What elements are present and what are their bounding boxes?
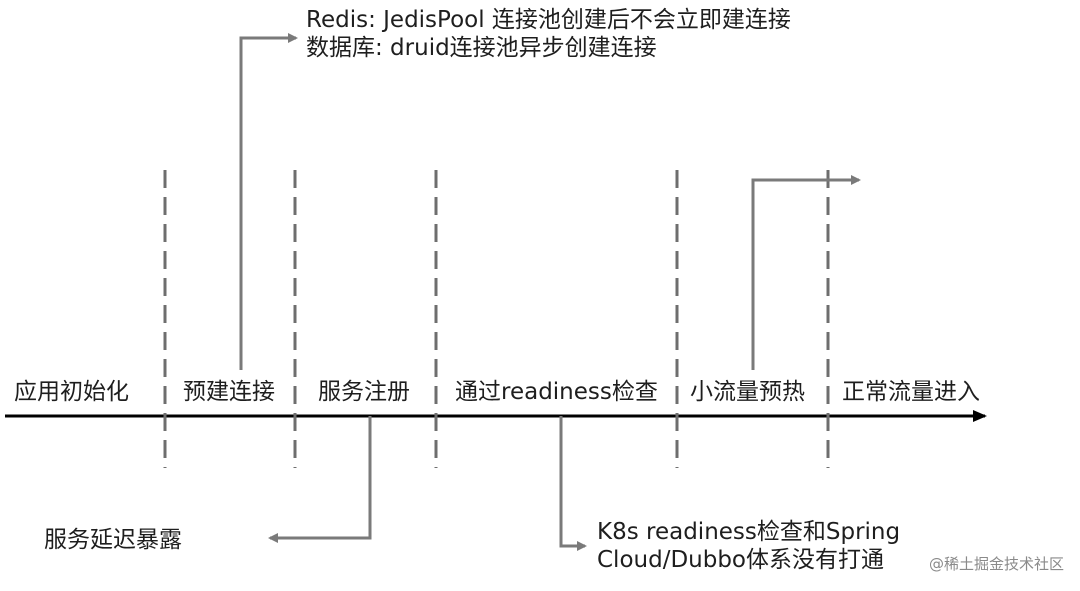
note-preconnect-line-2: 数据库: druid连接池异步创建连接 xyxy=(306,35,657,61)
stage-readiness-check: 通过readiness检查 xyxy=(455,379,658,405)
watermark: @稀土掘金技术社区 xyxy=(928,555,1064,573)
callout-arrow-warmup xyxy=(751,175,861,370)
stage-warmup: 小流量预热 xyxy=(690,379,805,405)
callout-arrow-registration xyxy=(268,416,372,543)
callout-arrow-readiness xyxy=(559,416,587,551)
note-preconnect: Redis: JedisPool 连接池创建后不会立即建连接 数据库: drui… xyxy=(306,6,791,62)
stage-preconnect: 预建连接 xyxy=(183,379,275,405)
note-registration: 服务延迟暴露 xyxy=(44,527,182,553)
stage-app-init: 应用初始化 xyxy=(14,379,129,405)
note-readiness-line-1: K8s readiness检查和Spring xyxy=(597,519,901,545)
note-readiness-line-2: Cloud/Dubbo体系没有打通 xyxy=(597,547,885,573)
stage-service-registration: 服务注册 xyxy=(318,379,410,405)
stage-normal-traffic: 正常流量进入 xyxy=(842,379,980,405)
callout-arrow-preconnect xyxy=(239,33,298,370)
stage-dividers xyxy=(163,170,830,468)
note-preconnect-line-1: Redis: JedisPool 连接池创建后不会立即建连接 xyxy=(306,7,791,33)
note-readiness: K8s readiness检查和Spring Cloud/Dubbo体系没有打通 xyxy=(597,518,900,574)
